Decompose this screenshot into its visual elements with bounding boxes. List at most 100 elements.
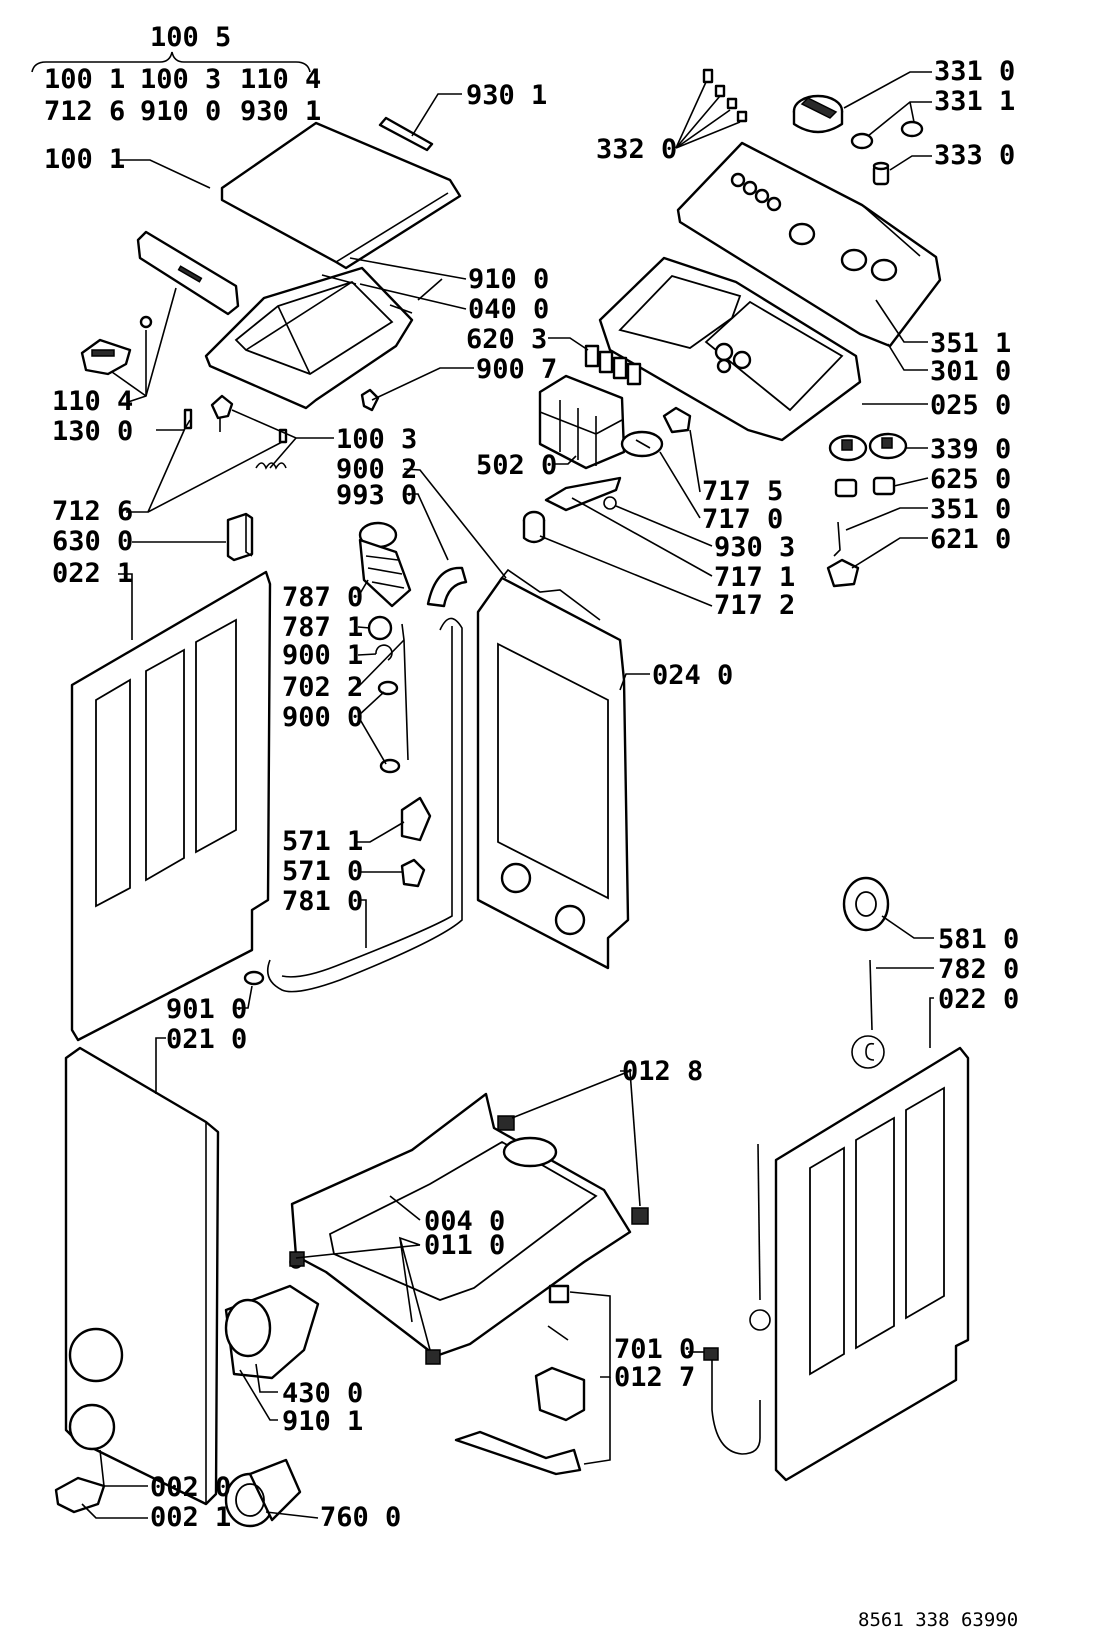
callout-620-3: 620 3: [466, 324, 547, 355]
callout-332-0: 332 0: [596, 134, 677, 165]
part-filter-787-1: [367, 615, 393, 641]
callout-910-0: 910 0: [468, 264, 549, 295]
callout-331-1: 331 1: [934, 86, 1015, 117]
group-row1-item-1: 100 1: [44, 64, 125, 95]
part-lock-assembly: [183, 394, 288, 470]
part-pressure-disc: [620, 430, 664, 458]
callout-021-0: 021 0: [166, 1024, 247, 1055]
part-leveling-feet: [289, 1115, 649, 1365]
callout-339-0: 339 0: [930, 434, 1011, 465]
part-base-frame: [290, 1092, 632, 1358]
part-small-latch: [80, 315, 153, 376]
part-top-lid: [220, 121, 462, 270]
callout-702-2: 702 2: [282, 672, 363, 703]
leader-lines: [31, 51, 934, 1519]
part-service-door: [54, 1403, 116, 1514]
callout-040-0: 040 0: [468, 294, 549, 325]
callout-011-0: 011 0: [424, 1230, 505, 1261]
callout-717-0: 717 0: [702, 504, 783, 535]
callout-930-1: 930 1: [466, 80, 547, 111]
part-suspension-rod: [749, 1143, 771, 1331]
callout-004-0: 004 0: [424, 1206, 505, 1237]
group-row2-item-3: 930 1: [240, 96, 321, 127]
callout-782-0: 782 0: [938, 954, 1019, 985]
callout-717-2: 717 2: [714, 590, 795, 621]
part-program-knobs: [792, 94, 924, 150]
part-hose-bend-993-0: [426, 566, 468, 608]
document-number: 8561 338 63990: [858, 1609, 1018, 1631]
part-bellows-hose: [358, 521, 412, 608]
part-led-and-switch: [826, 521, 860, 588]
part-foot-assembly: [454, 1284, 586, 1476]
callout-024-0: 024 0: [652, 660, 733, 691]
callout-621-0: 621 0: [930, 524, 1011, 555]
part-right-side-panel: [774, 1046, 970, 1482]
part-sensor-717-5: [662, 406, 692, 434]
callout-100-1: 100 1: [44, 144, 125, 175]
group-label-100-5: 100 5: [150, 22, 231, 53]
part-pressure-valves: [400, 796, 432, 888]
part-dispenser-housing: [598, 256, 862, 442]
callout-130-0: 130 0: [52, 416, 133, 447]
callout-430-0: 430 0: [282, 1378, 363, 1409]
callout-630-0: 630 0: [52, 526, 133, 557]
part-front-panel: [64, 1046, 220, 1506]
callout-351-0: 351 0: [930, 494, 1011, 525]
part-hinge-pins: [321, 257, 413, 314]
part-clip-900-7: [360, 388, 380, 412]
callout-002-0: 002 0: [150, 1472, 231, 1503]
callout-781-0: 781 0: [282, 886, 363, 917]
part-buttons: [702, 68, 748, 123]
part-indicator-lens: [872, 161, 890, 186]
group-row1-item-3: 110 4: [240, 64, 321, 95]
part-control-panel: [676, 141, 942, 348]
callout-900-0: 900 0: [282, 702, 363, 733]
part-electronic-module: [538, 374, 626, 470]
callout-100-3: 100 3: [336, 424, 417, 455]
callout-625-0: 625 0: [930, 464, 1011, 495]
part-clip-901-0: [243, 970, 265, 986]
callout-labels: 100 5 100 1 100 3 110 4 712 6 910 0 930 …: [44, 22, 1019, 1631]
callout-900-1: 900 1: [282, 640, 363, 671]
callout-110-4: 110 4: [52, 386, 133, 417]
part-rear-frame: [476, 568, 630, 970]
callout-012-7: 012 7: [614, 1362, 695, 1393]
callout-717-1: 717 1: [714, 562, 795, 593]
callout-930-3: 930 3: [714, 532, 795, 563]
part-front-trim: [136, 230, 240, 316]
callout-301-0: 301 0: [930, 356, 1011, 387]
callout-581-0: 581 0: [938, 924, 1019, 955]
part-selector-knobs: [828, 432, 908, 462]
callout-787-1: 787 1: [282, 612, 363, 643]
part-clamp-900-1: [375, 644, 393, 661]
group-row2-item-1: 712 6: [44, 96, 125, 127]
callout-571-0: 571 0: [282, 856, 363, 887]
callout-717-5: 717 5: [702, 476, 783, 507]
callout-701-0: 701 0: [614, 1334, 695, 1365]
callout-787-0: 787 0: [282, 582, 363, 613]
callout-012-8: 012 8: [622, 1056, 703, 1087]
part-drain-filter: [224, 1458, 302, 1528]
callout-910-1: 910 1: [282, 1406, 363, 1437]
callout-901-0: 901 0: [166, 994, 247, 1025]
callout-900-7: 900 7: [476, 354, 557, 385]
part-drain-hose: [266, 617, 463, 993]
callout-022-1: 022 1: [52, 558, 133, 589]
callout-502-0: 502 0: [476, 450, 557, 481]
part-left-side-panel: [70, 570, 272, 1042]
callout-900-2: 900 2: [336, 454, 417, 485]
callout-022-0: 022 0: [938, 984, 1019, 1015]
callout-333-0: 333 0: [934, 140, 1015, 171]
group-row1-item-2: 100 3: [140, 64, 221, 95]
part-motor-pulley: [842, 876, 890, 1069]
part-lid-handle: [378, 116, 434, 152]
callout-351-1: 351 1: [930, 328, 1011, 359]
callout-571-1: 571 1: [282, 826, 363, 857]
callout-331-0: 331 0: [934, 56, 1015, 87]
callout-760-0: 760 0: [320, 1502, 401, 1533]
group-row2-item-2: 910 0: [140, 96, 221, 127]
part-inlet-hose: [703, 1347, 761, 1455]
part-pressure-switch: [522, 476, 622, 544]
part-connector-block: [584, 344, 642, 386]
